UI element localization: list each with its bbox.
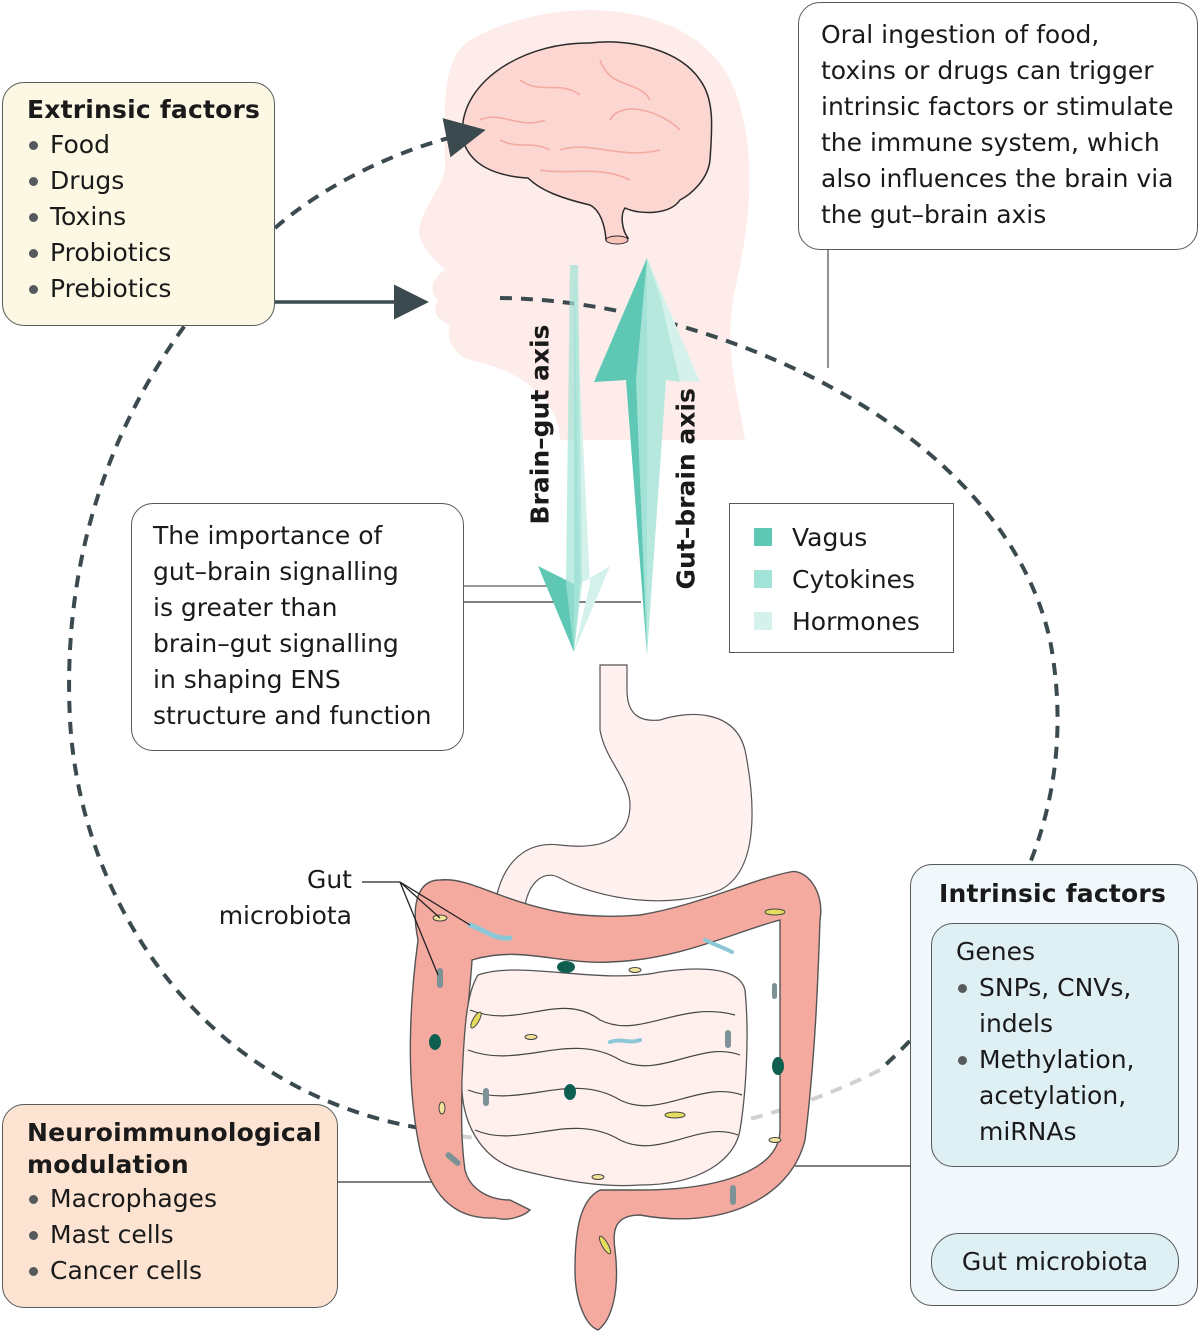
swatch-icon xyxy=(754,612,772,630)
brain-gut-axis-arrow xyxy=(538,258,610,652)
legend-item-hormones: Hormones xyxy=(754,600,953,642)
bullet-icon xyxy=(958,984,967,993)
list-item: Probiotics xyxy=(27,235,274,271)
list-item: SNPs, CNVs, xyxy=(956,970,1178,1006)
legend: Vagus Cytokines Hormones xyxy=(729,503,954,653)
swatch-icon xyxy=(754,570,772,588)
bullet-icon xyxy=(29,285,38,294)
brain-gut-axis-label: Brain–gut axis xyxy=(525,324,555,525)
list-item: Mast cells xyxy=(27,1217,337,1253)
bullet-icon xyxy=(958,1056,967,1065)
extrinsic-factors-title: Extrinsic factors xyxy=(27,95,261,124)
gut-microbiota-label: Gut microbiota xyxy=(218,865,352,930)
bullet-icon xyxy=(29,141,38,150)
gut-microbiota-box: Gut microbiota xyxy=(931,1233,1179,1291)
gut-brain-axis-label: Gut–brain axis xyxy=(671,388,701,590)
bullet-icon xyxy=(29,1231,38,1240)
genes-box: Genes SNPs, CNVs, indels Methylation, ac… xyxy=(931,923,1179,1167)
list-item: Toxins xyxy=(27,199,274,235)
gut-brain-axis-arrow xyxy=(594,258,700,655)
bullet-icon xyxy=(29,1267,38,1276)
stomach-illustration xyxy=(494,664,753,906)
neuroimmunological-modulation-box: Neuroimmunological modulation Macrophage… xyxy=(2,1104,338,1308)
bullet-icon xyxy=(29,177,38,186)
list-item: Drugs xyxy=(27,163,274,199)
gut-microbiota-pointers xyxy=(362,881,471,976)
swatch-icon xyxy=(754,528,772,546)
intrinsic-factors-box: Intrinsic factors Genes SNPs, CNVs, inde… xyxy=(910,864,1198,1306)
list-item: Methylation, xyxy=(956,1042,1178,1078)
oral-ingestion-note: Oral ingestion of food, toxins or drugs … xyxy=(798,2,1198,250)
microbes xyxy=(429,908,786,1255)
bullet-icon xyxy=(29,213,38,222)
list-item: Prebiotics xyxy=(27,271,274,307)
extrinsic-factors-box: Extrinsic factors Food Drugs Toxins Prob… xyxy=(2,82,275,326)
signalling-importance-note: The importance of gut–brain signalling i… xyxy=(131,503,464,751)
legend-item-cytokines: Cytokines xyxy=(754,558,953,600)
bullet-icon xyxy=(29,1195,38,1204)
brain-illustration xyxy=(462,41,713,245)
list-item: Macrophages xyxy=(27,1181,337,1217)
list-item: Cancer cells xyxy=(27,1253,337,1289)
neuro-title: Neuroimmunological xyxy=(27,1118,322,1147)
colon-illustration xyxy=(409,870,822,1331)
bullet-icon xyxy=(29,249,38,258)
small-intestine-illustration xyxy=(461,968,748,1187)
list-item: Food xyxy=(27,127,274,163)
legend-item-vagus: Vagus xyxy=(754,516,953,558)
intrinsic-factors-title: Intrinsic factors xyxy=(939,879,1167,908)
